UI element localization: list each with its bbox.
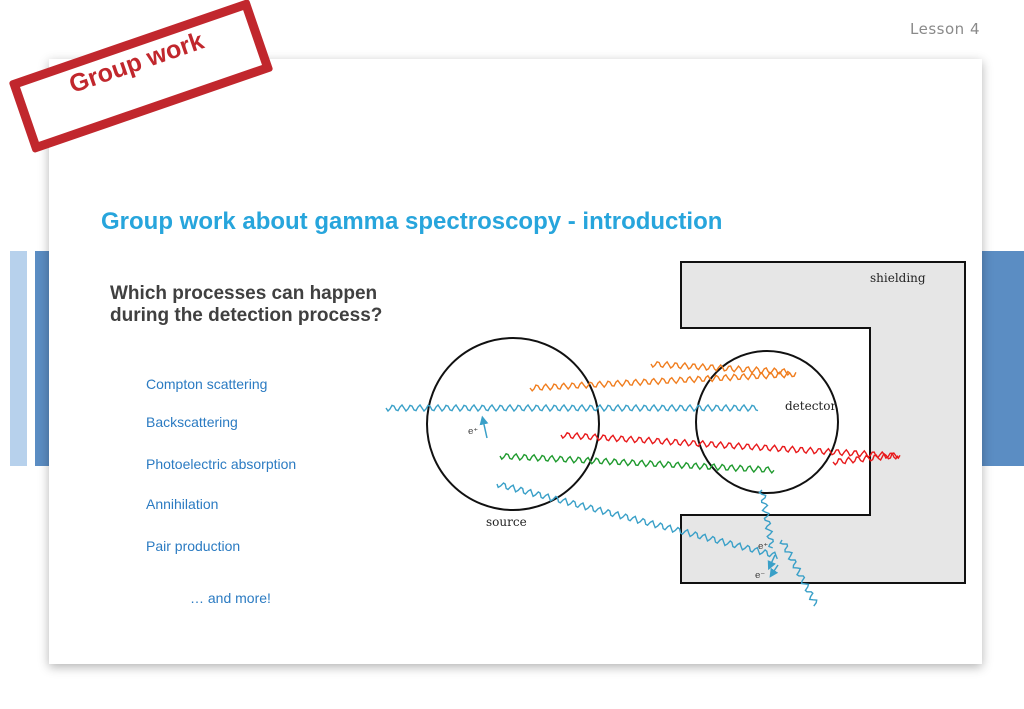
- photon-blue-down-2: [779, 539, 818, 607]
- photon-blue-main: [385, 403, 759, 413]
- process-item-photoelectric: Photoelectric absorption: [146, 456, 297, 472]
- photon-red-2: [832, 452, 901, 466]
- detector-circle: [695, 350, 839, 494]
- electron-label-shield: e⁻: [755, 571, 765, 581]
- decor-bar-left-dark: [35, 251, 49, 466]
- decor-bar-left-light: [10, 251, 27, 466]
- photon-orange-2: [529, 370, 797, 392]
- question-line-2: during the detection process?: [110, 305, 383, 326]
- detector-label: detector: [785, 399, 836, 413]
- question-line-1: Which processes can happen: [110, 283, 378, 304]
- process-item-pair-production: Pair production: [146, 538, 241, 554]
- question-text: Which processes can happen during the de…: [110, 283, 430, 327]
- shielding-label: shielding: [870, 271, 926, 285]
- photon-paths: [385, 360, 901, 607]
- source-circle: [426, 337, 600, 511]
- process-item-backscattering: Backscattering: [146, 414, 238, 430]
- slide-title: Group work about gamma spectroscopy - in…: [101, 208, 723, 235]
- photon-blue-scattered: [496, 482, 778, 560]
- photon-orange-1: [650, 360, 791, 377]
- and-more-text: … and more!: [190, 590, 271, 606]
- lesson-number: Lesson 4: [910, 20, 980, 38]
- positron-track-source: [479, 415, 489, 439]
- source-label: source: [486, 515, 527, 529]
- shielding-block: [680, 261, 966, 584]
- process-item-annihilation: Annihilation: [146, 496, 219, 512]
- electron-track-shield: [769, 564, 779, 578]
- decor-bar-right: [982, 251, 1024, 466]
- positron-label-shield: e⁺: [758, 542, 768, 552]
- photon-blue-down-1: [758, 489, 774, 549]
- photon-green: [499, 452, 775, 475]
- process-item-compton: Compton scattering: [146, 376, 268, 392]
- positron-label-source: e⁺: [468, 427, 478, 437]
- photon-red-1: [560, 431, 899, 460]
- positron-track-shield: [767, 554, 776, 571]
